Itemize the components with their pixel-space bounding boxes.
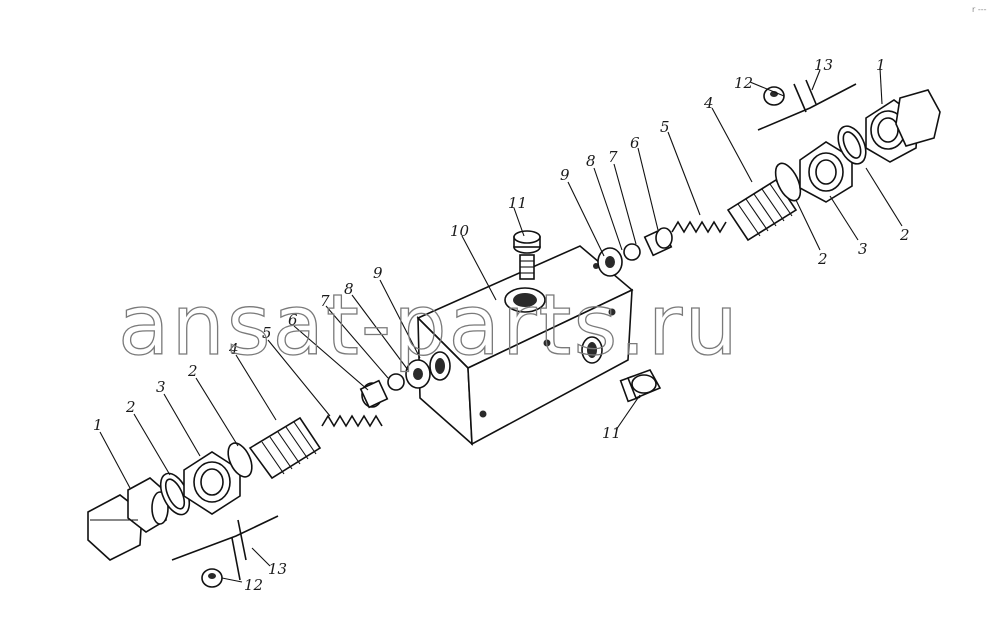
callout-numbers: 1 2 3 2 4 5 6 7 8 9 10 11 11 12 13 12 13…: [93, 56, 910, 594]
callout-9-right: 9: [560, 166, 570, 184]
right-cap-nut: [865, 89, 941, 163]
callout-1-right: 1: [876, 56, 886, 74]
right-union-nut: [799, 141, 853, 203]
left-cap-nut: [87, 477, 169, 561]
leader-lines: [99, 67, 903, 583]
callout-9-left: 9: [373, 264, 383, 282]
left-plug: [201, 568, 223, 588]
left-washer-outer: [159, 472, 191, 516]
right-adapter: [726, 178, 798, 242]
valve-body: [416, 245, 634, 446]
callout-2-left-b: 2: [187, 362, 198, 380]
left-union-nut: [183, 451, 241, 515]
callout-3-right: 3: [858, 240, 868, 258]
callout-2-right-a: 2: [899, 226, 910, 244]
callout-8-right: 8: [586, 152, 596, 170]
callout-13-left: 13: [268, 560, 287, 578]
right-lock-wire: [757, 79, 857, 131]
right-ball: [623, 243, 641, 261]
callout-5-left: 5: [262, 324, 272, 342]
callout-11-bottom: 11: [602, 424, 621, 442]
corner-mark: r ---: [972, 5, 987, 14]
callout-4-left: 4: [228, 340, 239, 358]
right-spring-seat: [643, 227, 673, 257]
watermark: ansat-parts.ru: [118, 276, 740, 374]
callout-8-left: 8: [344, 280, 354, 298]
right-spring: [671, 220, 727, 234]
bolt-bottom: [619, 369, 662, 403]
left-spring-seat: [359, 379, 389, 409]
callout-13-right: 13: [814, 56, 833, 74]
callout-12-left: 12: [244, 576, 263, 594]
callout-3-left: 3: [156, 378, 166, 396]
callout-4-right: 4: [703, 94, 714, 112]
callout-10: 10: [450, 222, 470, 240]
callout-6-right: 6: [630, 134, 640, 152]
left-adapter: [248, 416, 322, 480]
callout-6-left: 6: [288, 311, 298, 329]
callout-5-right: 5: [660, 118, 670, 136]
callout-7-left: 7: [320, 292, 330, 310]
left-lock-wire: [171, 515, 279, 581]
callout-2-right-b: 2: [817, 250, 828, 268]
callout-7-right: 7: [608, 148, 618, 166]
right-washer-outer: [837, 125, 867, 165]
left-washer-inner: [227, 442, 253, 478]
left-spring: [321, 414, 383, 428]
left-ball: [387, 373, 405, 391]
callout-1-left: 1: [93, 416, 103, 434]
callout-11-top: 11: [508, 194, 527, 212]
left-seat: [405, 359, 431, 389]
right-plug: [763, 86, 785, 106]
callout-12-right: 12: [734, 74, 753, 92]
bolt-top: [513, 230, 541, 280]
callout-2-left-a: 2: [125, 398, 136, 416]
